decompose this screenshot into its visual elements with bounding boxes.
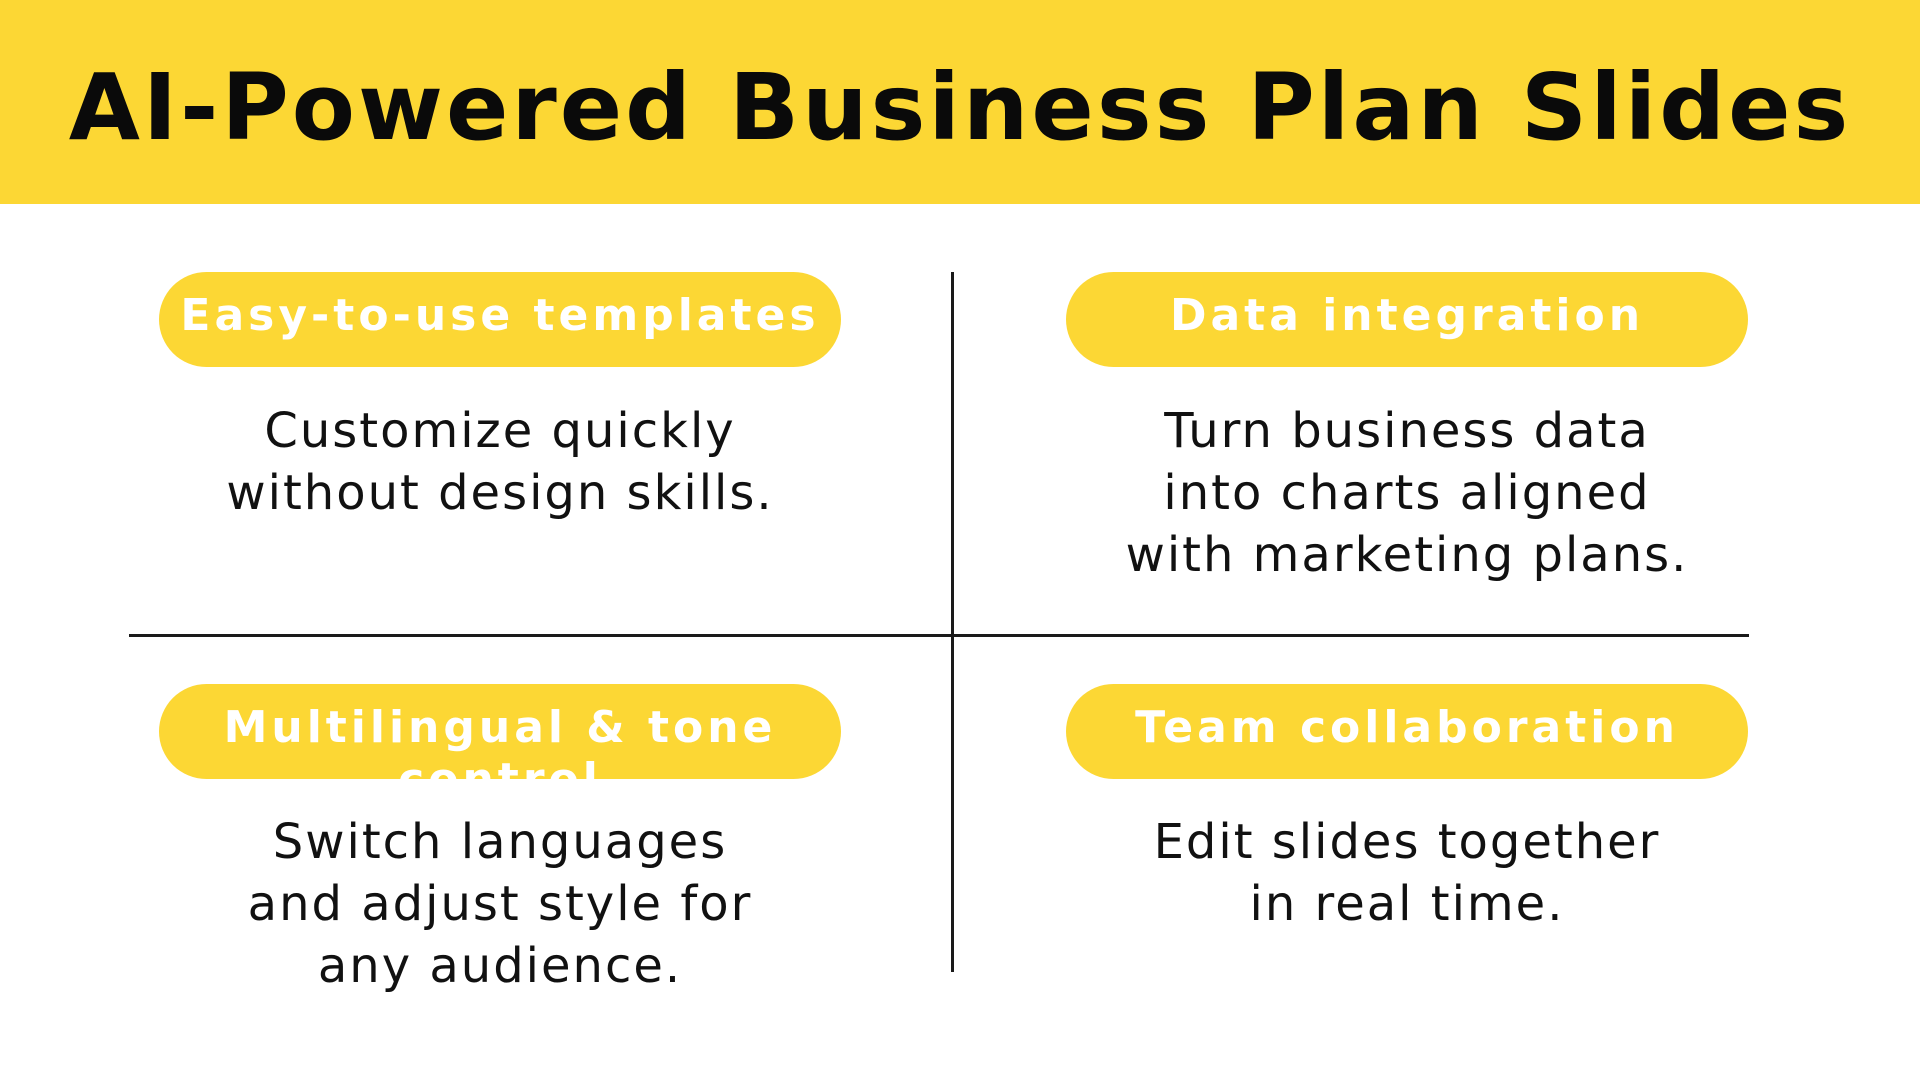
feature-heading: Multilingual & tone control: [223, 702, 777, 779]
vertical-divider: [951, 272, 954, 972]
description-line: with marketing plans.: [1125, 527, 1689, 583]
description-line: Customize quickly: [264, 403, 736, 459]
description-line: Turn business data: [1164, 403, 1650, 459]
feature-description-data-integration: Turn business data into charts aligned w…: [1066, 400, 1748, 586]
feature-pill-data-integration: Data integration: [1066, 272, 1748, 367]
horizontal-divider: [129, 634, 1749, 637]
description-line: any audience.: [317, 938, 683, 994]
description-line: Switch languages: [272, 814, 728, 870]
description-line: in real time.: [1249, 876, 1565, 932]
feature-description-multilingual: Switch languages and adjust style for an…: [159, 811, 841, 997]
description-line: into charts aligned: [1163, 465, 1651, 521]
description-line: without design skills.: [226, 465, 774, 521]
feature-heading: Easy-to-use templates: [180, 290, 820, 341]
title-banner: AI-Powered Business Plan Slides: [0, 0, 1920, 204]
description-line: and adjust style for: [247, 876, 753, 932]
feature-description-templates: Customize quickly without design skills.: [159, 400, 841, 524]
feature-heading: Data integration: [1169, 290, 1645, 341]
feature-pill-collaboration: Team collaboration: [1066, 684, 1748, 779]
slide-title: AI-Powered Business Plan Slides: [68, 54, 1852, 161]
description-line: Edit slides together: [1153, 814, 1661, 870]
feature-description-collaboration: Edit slides together in real time.: [1066, 811, 1748, 935]
feature-pill-templates: Easy-to-use templates: [159, 272, 841, 367]
feature-heading: Team collaboration: [1135, 702, 1679, 753]
feature-pill-multilingual: Multilingual & tone control: [159, 684, 841, 779]
